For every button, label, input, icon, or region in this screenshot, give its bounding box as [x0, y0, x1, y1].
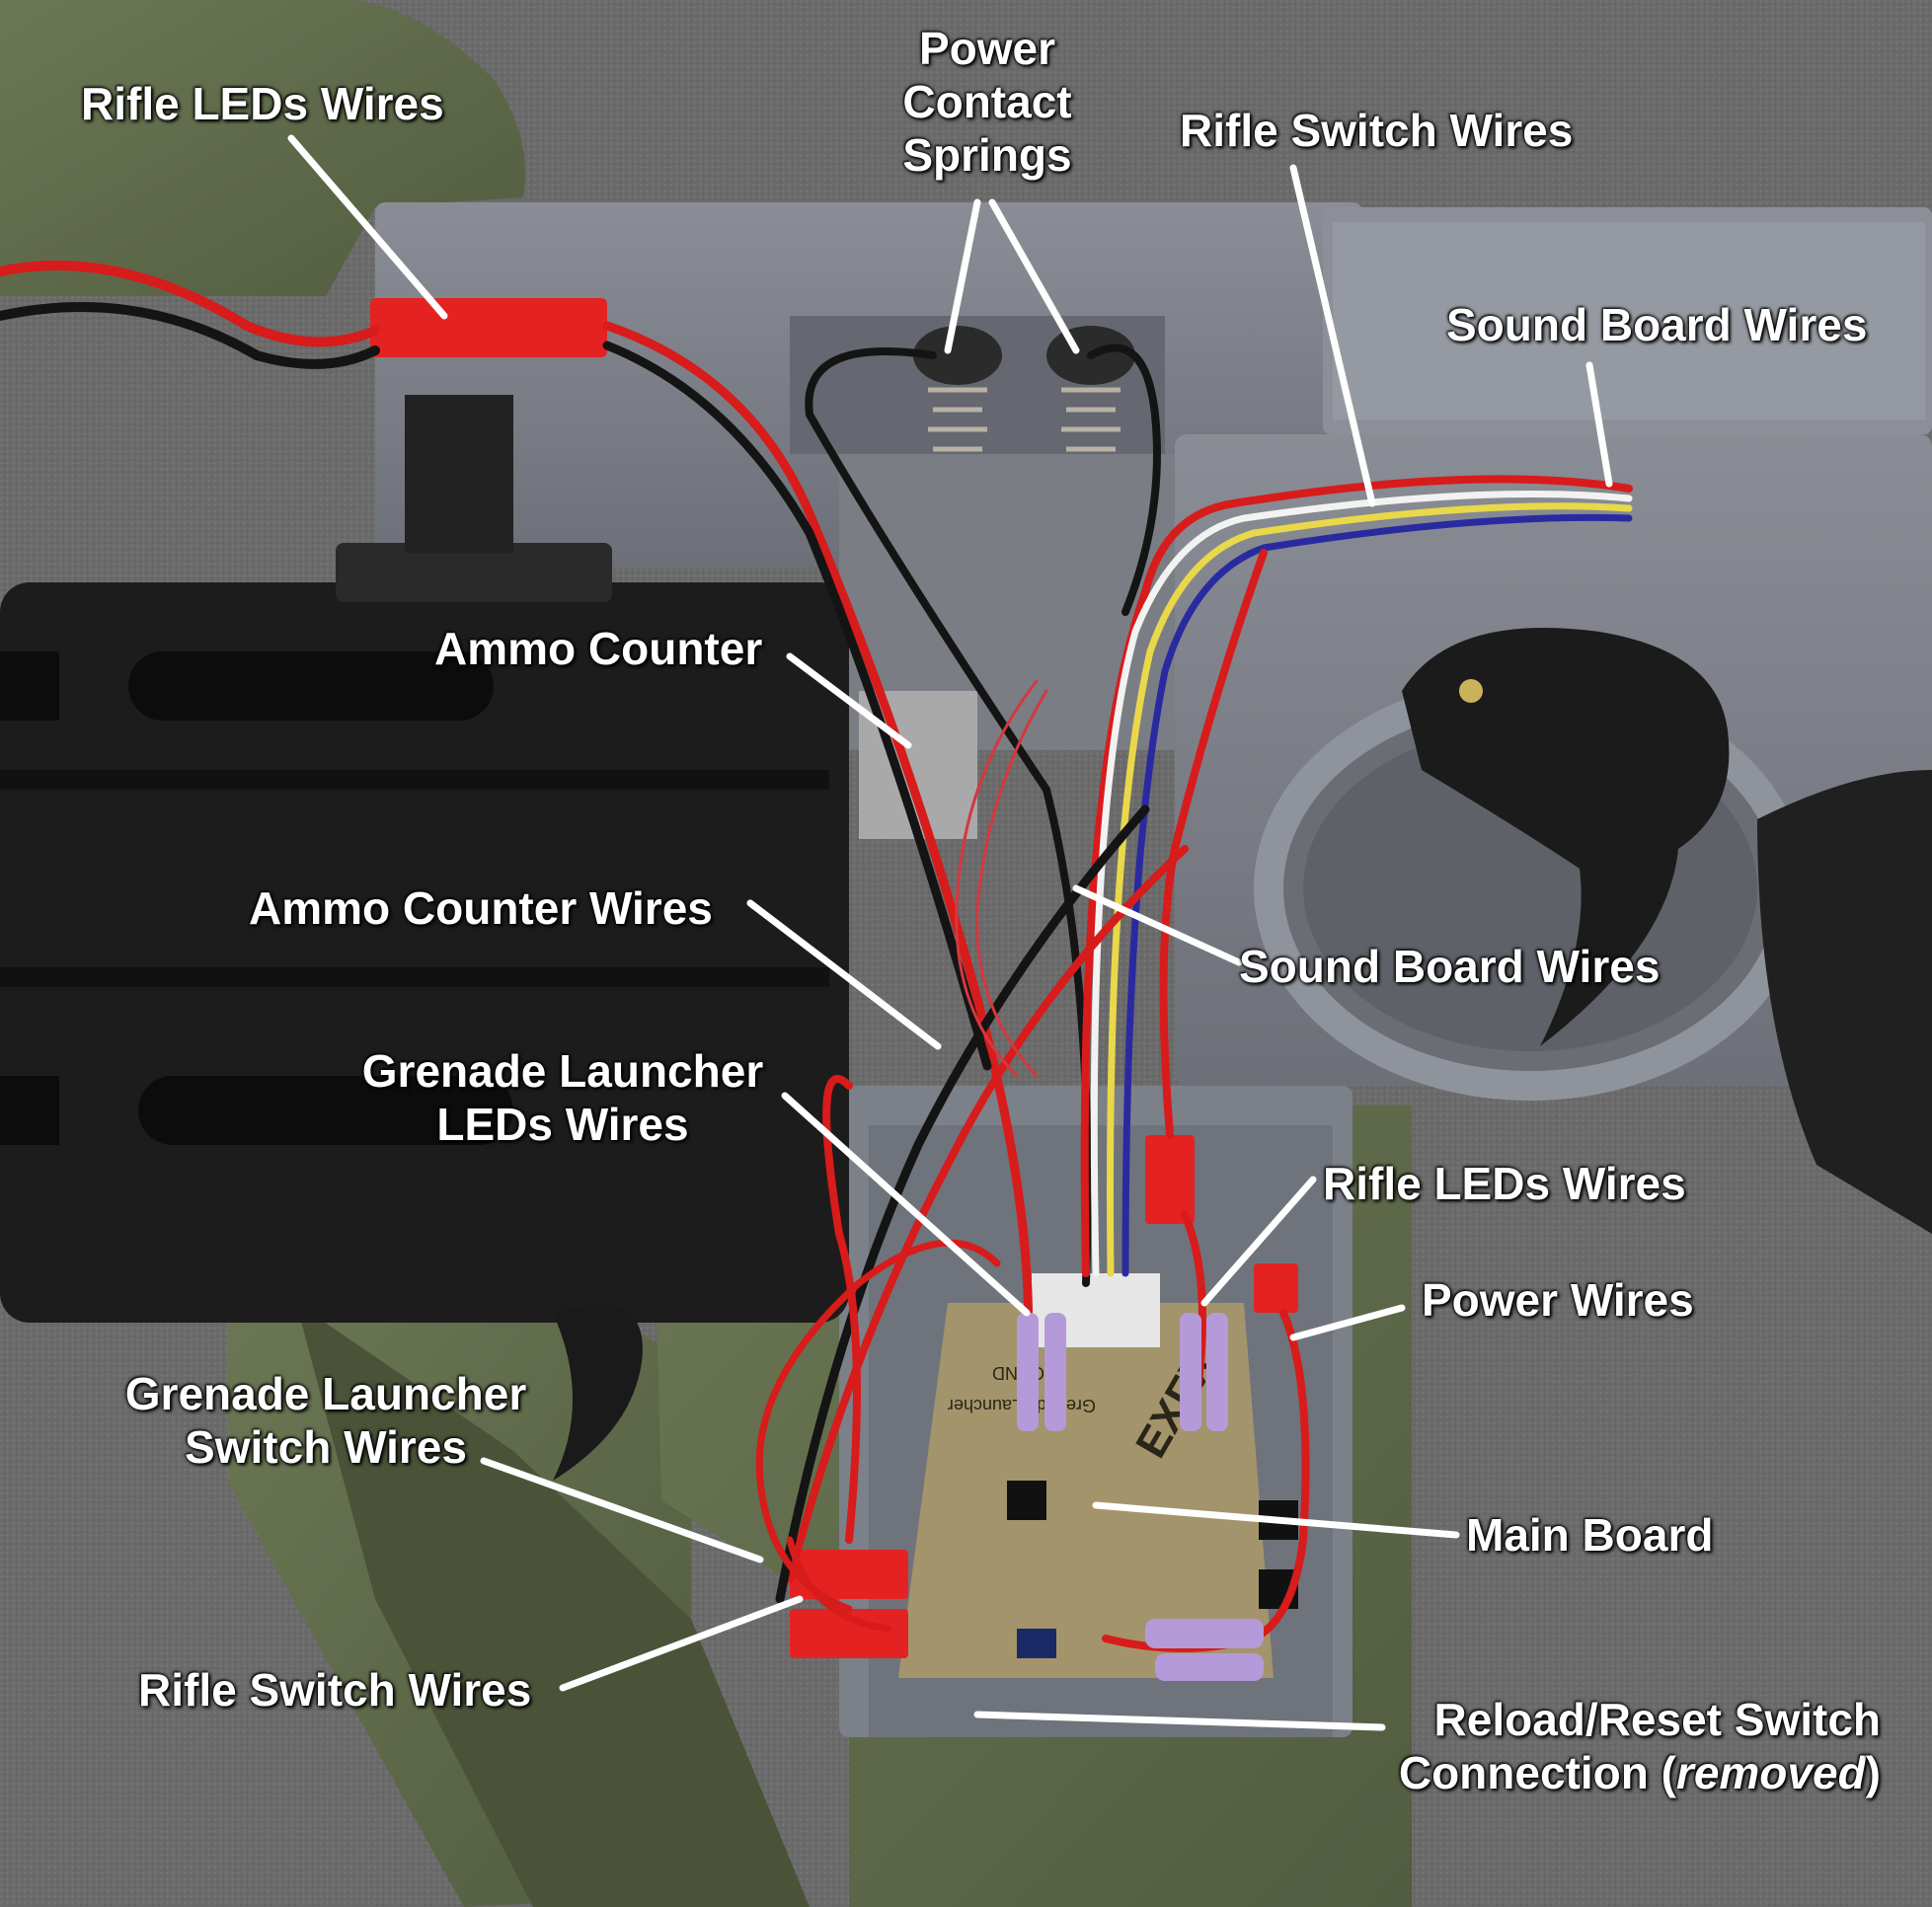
label-rifle-switch-wires-bottom: Rifle Switch Wires: [138, 1664, 532, 1716]
wiring-harness: [0, 261, 1633, 1652]
black-grip: [1757, 770, 1932, 1234]
board-launcher-text: Launcher: [948, 1396, 1022, 1415]
label-rifle-leds-wires-top: Rifle LEDs Wires: [81, 78, 444, 129]
label-power-contact-springs: Power Contact Springs: [869, 22, 1106, 182]
label-grenade-launcher-switch-line2: Switch Wires: [185, 1421, 467, 1473]
label-reload-reset-line2-prefix: Connection (: [1398, 1747, 1676, 1798]
label-grenade-launcher-leds-line2: LEDs Wires: [436, 1099, 689, 1150]
black-handguard: [0, 395, 849, 1323]
label-reload-reset-line1: Reload/Reset Switch: [1433, 1694, 1881, 1745]
trigger-pin: [1459, 679, 1483, 703]
label-pointer-lines: [287, 134, 1613, 1731]
label-rifle-leds-wires-right: Rifle LEDs Wires: [1323, 1158, 1686, 1209]
label-grenade-launcher-switch-line1: Grenade Launcher: [124, 1368, 527, 1419]
main-board: EXFX SOUND Grenade Launcher: [898, 1273, 1298, 1678]
label-sound-board-wires-top: Sound Board Wires: [1446, 299, 1868, 350]
label-power-contact-springs-line3: Springs: [902, 129, 1072, 181]
label-rifle-switch-wires-top: Rifle Switch Wires: [1180, 105, 1574, 156]
launcher-trigger: [553, 1304, 643, 1481]
label-power-contact-springs-line2: Contact: [902, 76, 1072, 127]
label-reload-reset-line2-italic: removed: [1675, 1747, 1866, 1798]
red-connectors: [370, 298, 1298, 1658]
label-ammo-counter-wires: Ammo Counter Wires: [249, 882, 713, 934]
power-contact-springs: [790, 316, 1165, 454]
label-main-board: Main Board: [1466, 1509, 1714, 1561]
label-power-wires: Power Wires: [1422, 1274, 1694, 1326]
label-grenade-launcher-switch-wires: Grenade Launcher Switch Wires: [109, 1367, 543, 1474]
rifle-trigger: [1402, 628, 1730, 1046]
label-power-contact-springs-line1: Power: [918, 23, 1056, 74]
label-sound-board-wires-mid: Sound Board Wires: [1239, 941, 1661, 992]
label-grenade-launcher-leds-line1: Grenade Launcher: [361, 1045, 764, 1097]
label-reload-reset-line2: Connection (removed): [1362, 1746, 1881, 1799]
label-reload-reset-line2-suffix: ): [1865, 1747, 1881, 1798]
label-grenade-launcher-leds-wires: Grenade Launcher LEDs Wires: [346, 1044, 780, 1151]
heatshrink-sleeves: [1017, 1313, 1264, 1681]
label-reload-reset-switch-connection: Reload/Reset Switch Connection (removed): [1362, 1693, 1881, 1799]
label-ammo-counter: Ammo Counter: [434, 623, 763, 674]
